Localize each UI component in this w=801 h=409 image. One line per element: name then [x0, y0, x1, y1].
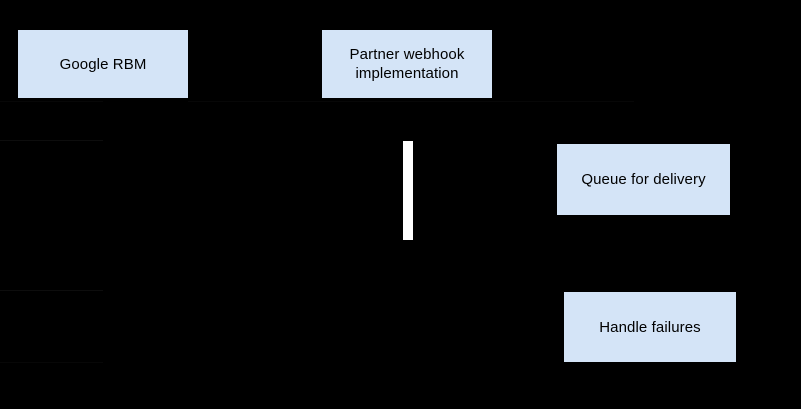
divider-line [0, 290, 103, 291]
vertical-connector-line [403, 141, 413, 240]
divider-line [0, 140, 103, 141]
node-partner-webhook-implementation-label: Partner webhook implementation [349, 46, 465, 82]
node-queue-for-delivery[interactable]: Queue for delivery [557, 144, 730, 215]
node-google-rbm[interactable]: Google RBM [18, 30, 188, 98]
divider-line [322, 101, 634, 102]
node-partner-webhook-implementation[interactable]: Partner webhook implementation [322, 30, 492, 98]
divider-line [0, 362, 103, 363]
divider-line [0, 101, 103, 102]
node-queue-for-delivery-label: Queue for delivery [581, 171, 706, 188]
node-handle-failures[interactable]: Handle failures [564, 292, 736, 362]
node-handle-failures-label: Handle failures [599, 318, 701, 336]
divider-line [188, 101, 322, 102]
node-google-rbm-label: Google RBM [59, 55, 147, 73]
